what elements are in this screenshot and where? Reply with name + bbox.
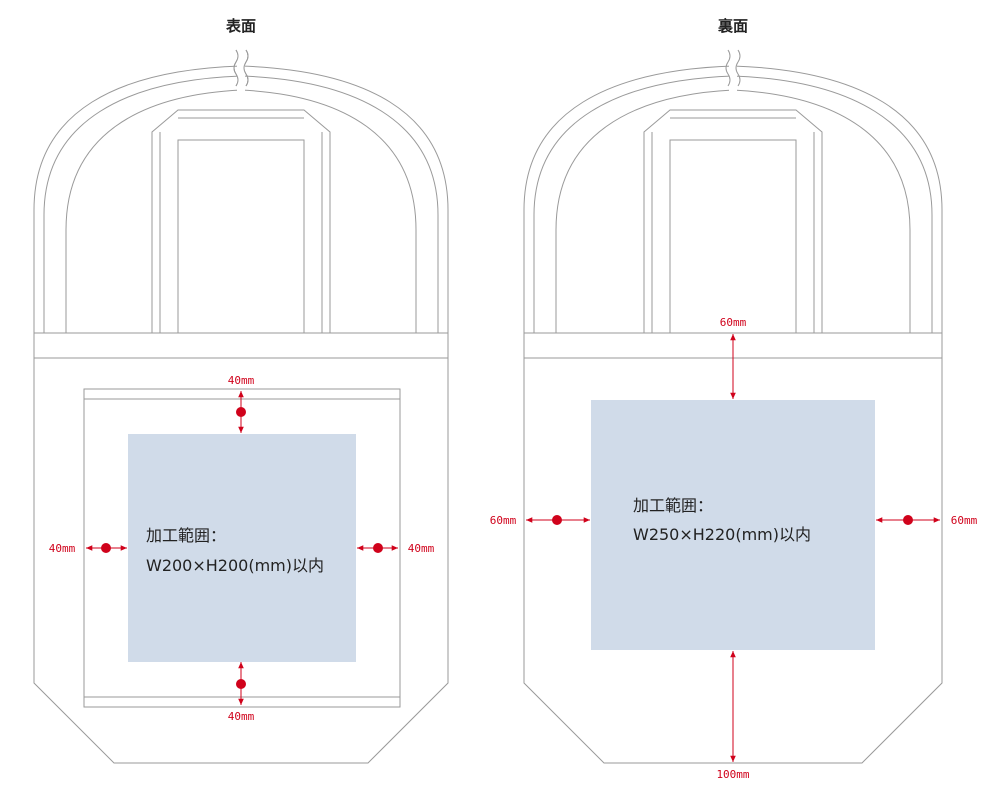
- back-print-area: [591, 400, 875, 650]
- front-bottom-dot-icon: [236, 679, 246, 689]
- front-print-area: [128, 434, 356, 662]
- back-margin-left: 60mm: [490, 514, 517, 527]
- front-pocket: [83, 388, 401, 708]
- back-margin-right: 60mm: [951, 514, 978, 527]
- front-margin-bottom: 40mm: [228, 710, 255, 723]
- front-shoulder-strap: [33, 65, 449, 333]
- back-handle: [643, 109, 823, 334]
- front-margin-top: 40mm: [228, 374, 255, 387]
- back-area-label: 加工範囲：: [633, 496, 713, 515]
- back-margin-top: 60mm: [720, 316, 747, 329]
- front-bag: 表面 加工範囲： W200×H200(mm)以内 40mm 40mm: [33, 17, 449, 764]
- back-margin-bottom: 100mm: [716, 768, 749, 781]
- front-margin-right: 40mm: [408, 542, 435, 555]
- back-area-size: W250×H220(mm)以内: [633, 525, 811, 544]
- front-area-size: W200×H200(mm)以内: [146, 556, 324, 575]
- back-shoulder-strap: [523, 65, 943, 333]
- front-area-label: 加工範囲：: [146, 526, 226, 545]
- front-margin-left: 40mm: [49, 542, 76, 555]
- back-strap-break-icon: [725, 49, 741, 87]
- front-top-dot-icon: [236, 407, 246, 417]
- back-title: 裏面: [717, 17, 748, 35]
- back-left-dot-icon: [552, 515, 562, 525]
- back-right-dot-icon: [903, 515, 913, 525]
- front-right-dot-icon: [373, 543, 383, 553]
- back-bag: 裏面 加工範囲： W250×H220(mm)以内 60mm 100mm 60mm…: [490, 17, 978, 781]
- front-left-dot-icon: [101, 543, 111, 553]
- front-title: 表面: [226, 17, 256, 35]
- front-handle: [151, 109, 331, 334]
